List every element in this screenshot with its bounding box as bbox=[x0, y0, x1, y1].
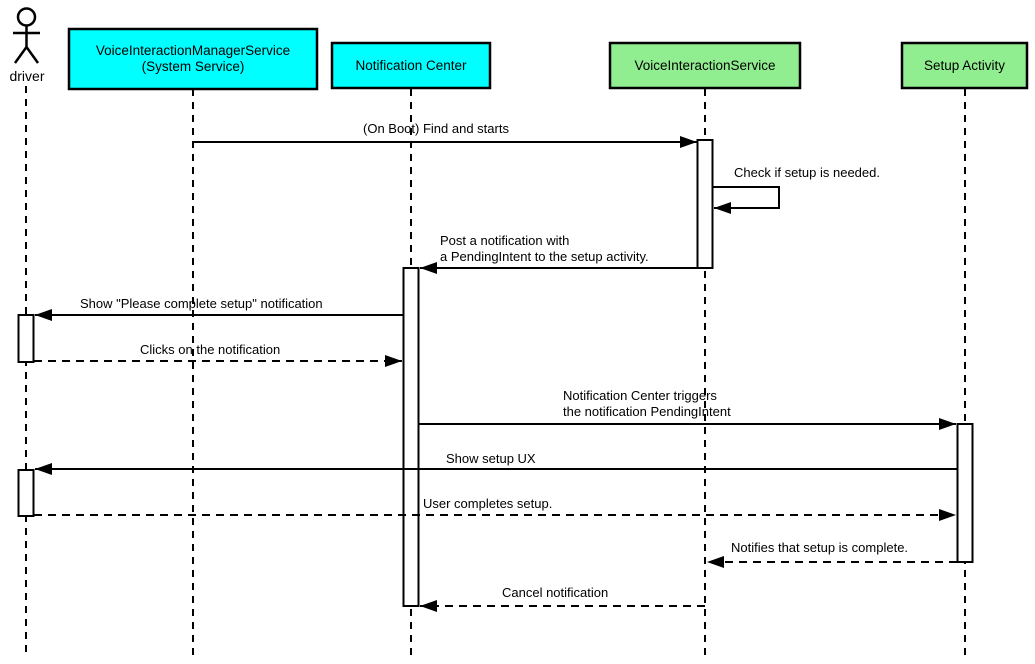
activation-driver-1 bbox=[17, 314, 35, 363]
activation-driver-2 bbox=[17, 469, 35, 517]
participant-box-voice-interaction-service bbox=[608, 41, 802, 90]
actor-driver-icon bbox=[13, 7, 40, 64]
participant-box-voice-interaction-manager-service bbox=[67, 27, 319, 91]
participant-box-notification-center bbox=[330, 41, 492, 90]
activation-setup-activity bbox=[956, 423, 974, 563]
activation-voice-interaction-service bbox=[696, 139, 714, 269]
activation-notification-center bbox=[402, 267, 420, 607]
arrow-check-if-setup-is-needed bbox=[713, 186, 780, 214]
participant-box-setup-activity bbox=[900, 41, 1029, 90]
